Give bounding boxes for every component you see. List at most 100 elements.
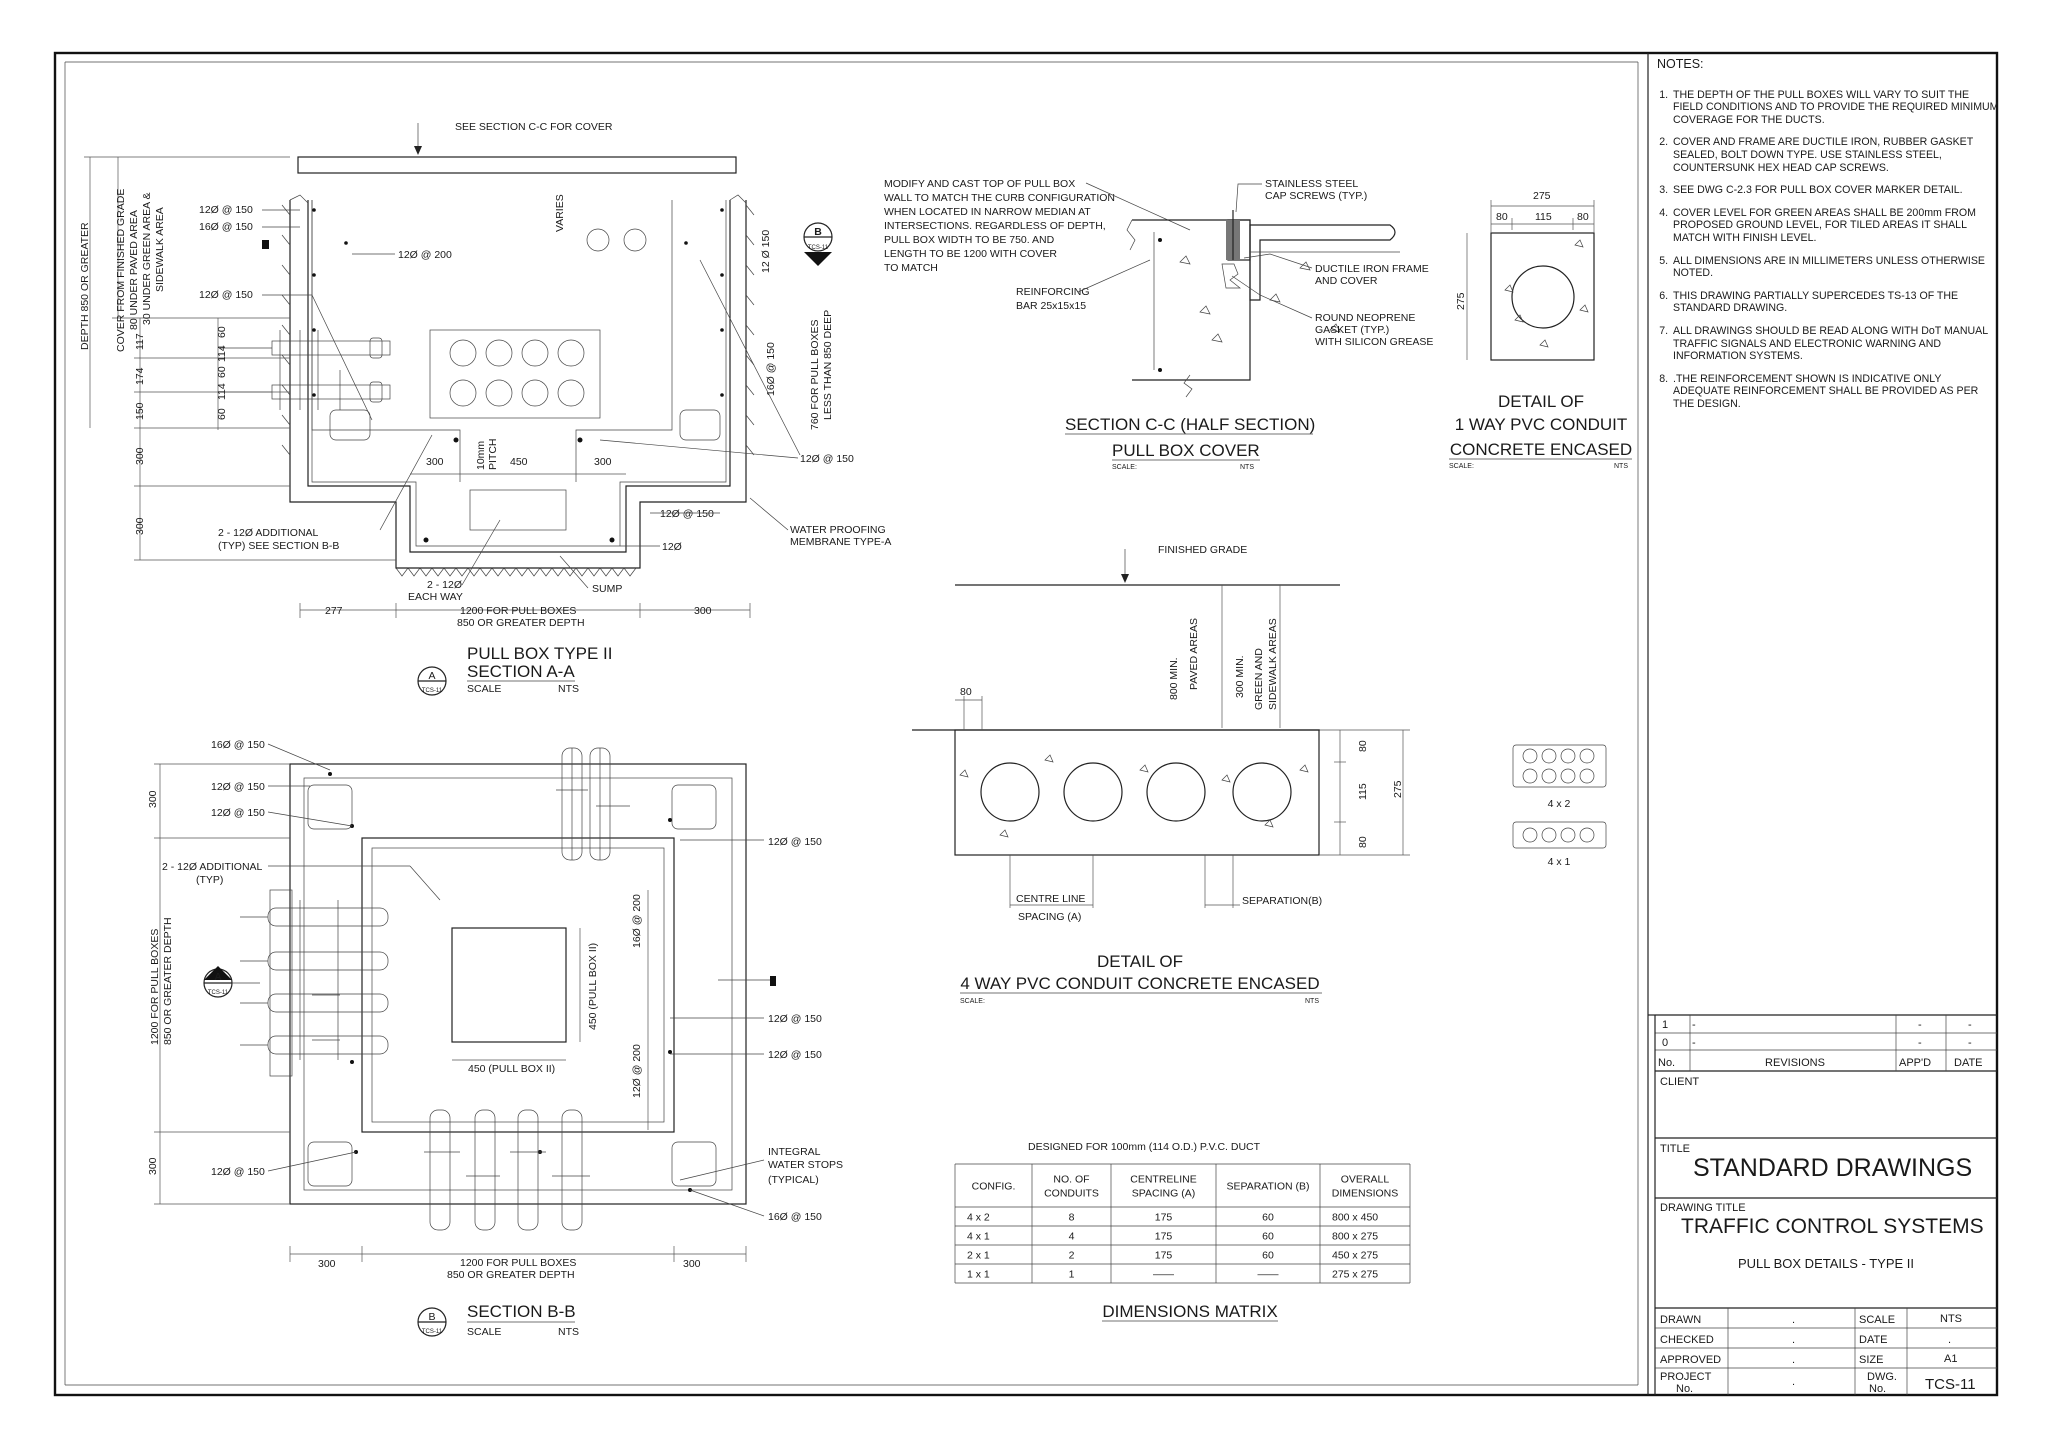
dim-300a: 300	[134, 447, 146, 465]
scale-label: SCALE:	[1449, 463, 1474, 470]
dim-1200: 850 OR GREATER DEPTH	[457, 617, 585, 629]
additional-rebar-label: (TYP) SEE SECTION B-B	[218, 540, 339, 552]
notes-panel: NOTES: THE DEPTH OF THE PULL BOXES WILL …	[1657, 58, 1999, 420]
additional-rebar-label: 2 - 12Ø ADDITIONAL	[218, 527, 319, 539]
svg-text:TCS-11: TCS-11	[422, 1329, 443, 1335]
project-label: PROJECT	[1660, 1371, 1712, 1383]
svg-text:TCS-11: TCS-11	[808, 245, 829, 251]
detail-1way-title: CONCRETE ENCASED	[1450, 440, 1632, 459]
gasket-label: WITH SILICON GREASE	[1315, 336, 1433, 348]
matrix-cell: 2 x 1	[967, 1250, 990, 1262]
waterstop-label: WATER STOPS	[768, 1159, 843, 1171]
svg-text:A: A	[214, 971, 222, 983]
checked-label: CHECKED	[1660, 1334, 1714, 1346]
revision-header: DATE	[1954, 1057, 1983, 1069]
side-note: LESS THAN 850 DEEP	[822, 310, 834, 420]
rebar-label: 12Ø	[662, 541, 682, 553]
revision-date: -	[1968, 1037, 1972, 1049]
dim-300: 300	[594, 456, 612, 468]
scale-label: SCALE	[467, 1326, 501, 1338]
matrix-cell: ——	[1153, 1269, 1175, 1281]
scale-value: NTS	[1240, 464, 1254, 471]
revision-appd: -	[1918, 1037, 1922, 1049]
section-b-marker: B TCS-11	[803, 222, 833, 266]
svg-text:TCS-11: TCS-11	[208, 990, 229, 996]
paved-label: PAVED AREAS	[1188, 618, 1200, 690]
rebar-label: 12 Ø 150	[760, 230, 772, 273]
cover-label-4: SIDEWALK AREA	[154, 207, 166, 292]
section-aa-title: PULL BOX TYPE II	[467, 644, 613, 663]
dwg-value: TCS-11	[1925, 1376, 1976, 1393]
drawn-value: .	[1792, 1314, 1795, 1326]
rebar-label: 12Ø @ 150	[660, 508, 714, 520]
rebar-label: 12Ø @ 200	[631, 1044, 643, 1098]
drawing-subtitle: PULL BOX DETAILS - TYPE II	[1738, 1256, 1914, 1271]
detail-1way-drawing: 275 80 115 80 275 DETAIL OF 1 WAY PVC CO…	[1449, 190, 1632, 470]
each-way-label: 2 - 12Ø	[427, 579, 462, 591]
rebar-label: 12Ø @ 150	[768, 1013, 822, 1025]
cover-label-3: 30 UNDER GREEN AREA &	[141, 193, 153, 325]
cc-note-line: WALL TO MATCH THE CURB CONFIGURATION	[884, 192, 1115, 204]
rebar-label: 16Ø @ 150	[765, 342, 777, 396]
dim-80: 80	[1496, 211, 1508, 223]
pitch-label: 10mm	[475, 441, 487, 470]
section-cc-subtitle: PULL BOX COVER	[1112, 441, 1260, 460]
rebar-label: 12Ø @ 150	[800, 453, 854, 465]
matrix-cell: 800 x 450	[1332, 1212, 1378, 1224]
dim-1200: 850 OR GREATER DEPTH	[447, 1269, 575, 1281]
matrix-cell: 4	[1069, 1231, 1075, 1243]
section-cc-drawing: MODIFY AND CAST TOP OF PULL BOX WALL TO …	[884, 178, 1433, 471]
matrix-cell: 1 x 1	[967, 1269, 990, 1281]
matrix-cell: 8	[1069, 1212, 1075, 1224]
rebar-label: 12Ø @ 150	[211, 781, 265, 793]
waterstop-label: (TYPICAL)	[768, 1174, 819, 1186]
revision-desc: -	[1692, 1019, 1696, 1031]
dim-80: 80	[960, 686, 972, 698]
size-value: A1	[1944, 1353, 1957, 1365]
paved-label: 800 MIN.	[1168, 657, 1180, 700]
detail-4way-drawing: FINISHED GRADE 800 MIN. PAVED AREAS 300 …	[912, 544, 1607, 1005]
waterproofing-label: MEMBRANE TYPE-A	[790, 536, 891, 548]
matrix-cell: 4 x 1	[967, 1231, 990, 1243]
size-label: SIZE	[1859, 1354, 1883, 1366]
title-block: 1 - - - 0 - - - No. REVISIONS APP'D DATE…	[1648, 1014, 1997, 1395]
dim-1200: 850 OR GREATER DEPTH	[162, 917, 174, 1045]
scale-value: NTS	[1305, 998, 1319, 1005]
centre-line-label: CENTRE LINE	[1016, 893, 1085, 905]
green-label: SIDEWALK AREAS	[1267, 618, 1279, 710]
ductile-iron-label: AND COVER	[1315, 275, 1378, 287]
config-4x2-icon	[1512, 744, 1607, 788]
separation-label: SEPARATION(B)	[1242, 895, 1322, 907]
matrix-header: OVERALL	[1341, 1174, 1390, 1186]
ductile-iron-label: DUCTILE IRON FRAME	[1315, 263, 1429, 275]
notes-list: THE DEPTH OF THE PULL BOXES WILL VARY TO…	[1657, 89, 1999, 411]
approved-value: .	[1792, 1354, 1795, 1366]
matrix-header: SPACING (A)	[1132, 1188, 1195, 1200]
revision-header: REVISIONS	[1765, 1057, 1825, 1069]
rebar-label: 12Ø @ 150	[211, 1166, 265, 1178]
date-value: .	[1948, 1334, 1951, 1346]
dim-277: 277	[325, 605, 343, 617]
matrix-cell: 2	[1069, 1250, 1075, 1262]
rebar-label: 16Ø @ 150	[768, 1211, 822, 1223]
inner-width-label: 450 (PULL BOX II)	[468, 1063, 555, 1075]
inner-height-label: 450 (PULL BOX II)	[587, 943, 599, 1030]
cc-note-line: INTERSECTIONS. REGARDLESS OF DEPTH,	[884, 220, 1106, 232]
dim-80: 80	[1357, 740, 1369, 752]
dim-275: 275	[1392, 780, 1404, 798]
rebar-label: 12Ø @ 150	[199, 289, 253, 301]
rebar-label: 12Ø @ 150	[199, 204, 253, 216]
dim-150: 150	[134, 402, 146, 420]
scale-label: SCALE	[467, 683, 501, 695]
note-item: COVER LEVEL FOR GREEN AREAS SHALL BE 200…	[1671, 207, 1999, 245]
config-4x1-label: 4 x 1	[1548, 856, 1571, 868]
drawn-label: DRAWN	[1660, 1314, 1701, 1326]
rebar-label: 16Ø @ 200	[631, 894, 643, 948]
dim-114b: 114	[216, 383, 228, 400]
matrix-header: CONDUITS	[1044, 1188, 1099, 1200]
note-item: COVER AND FRAME ARE DUCTILE IRON, RUBBER…	[1671, 136, 1999, 174]
dim-117: 117	[134, 333, 146, 350]
dim-1200: 1200 FOR PULL BOXES	[460, 1257, 576, 1269]
rebar-label: 12Ø @ 150	[211, 807, 265, 819]
